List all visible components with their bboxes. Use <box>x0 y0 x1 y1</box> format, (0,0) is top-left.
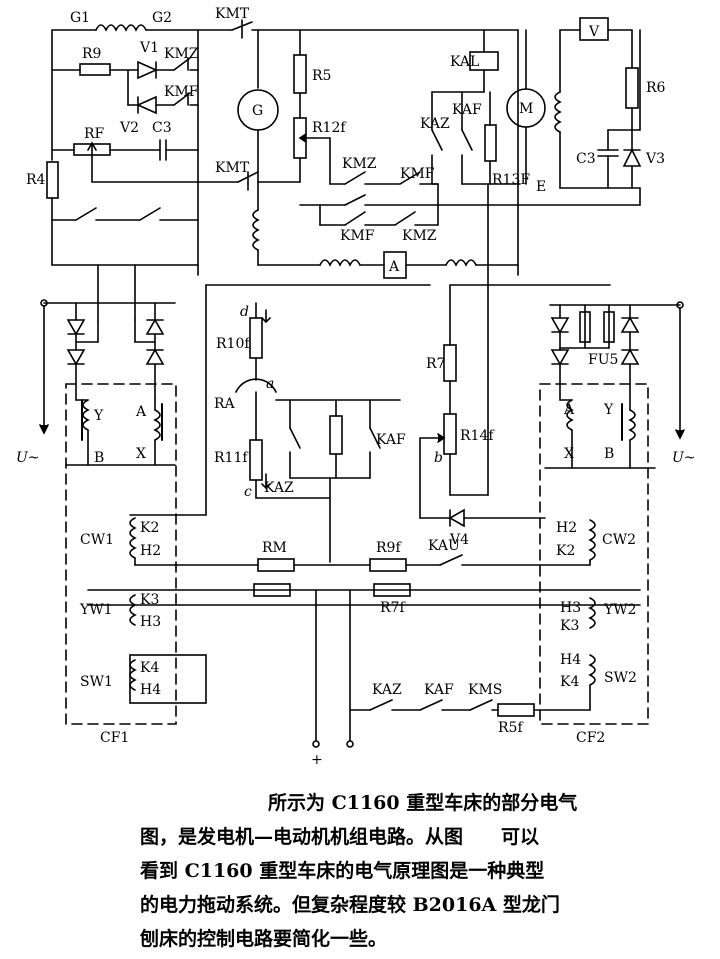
label-r5: R5 <box>312 68 331 84</box>
label-r6: R6 <box>646 80 666 96</box>
caption-line: 刨床的控制电路要简化一些。 <box>140 928 388 950</box>
label-r9f: R9f <box>376 540 402 556</box>
label-g2: G2 <box>152 10 172 26</box>
label-u-right: U~ <box>672 450 696 466</box>
label-kaf-top: KAF <box>452 102 482 118</box>
label-r7f: R7f <box>380 600 406 616</box>
label-h3-left: H3 <box>140 614 161 630</box>
label-k3-right: K3 <box>560 618 579 634</box>
label-v2: V2 <box>119 120 139 136</box>
label-cw1: CW1 <box>80 532 114 548</box>
label-b-right: B <box>604 446 614 462</box>
label-a-right: A <box>563 402 575 418</box>
label-y-right: Y <box>603 402 614 418</box>
caption-line: 图，是发电机—电动机机组电路。从图 可以 <box>140 826 540 848</box>
label-v-meter: V <box>588 24 600 40</box>
label-kmf-top: KMF <box>164 84 199 100</box>
label-b: b <box>434 450 443 466</box>
label-kaz-top: KAZ <box>420 116 450 132</box>
label-r4: R4 <box>26 172 46 188</box>
label-v1: V1 <box>139 40 159 56</box>
label-kmz-bot: KMZ <box>402 228 437 244</box>
label-d: d <box>240 304 249 320</box>
label-y-left: Y <box>93 408 104 424</box>
label-kmt-mid: KMT <box>215 160 250 176</box>
label-rm: RM <box>262 540 287 556</box>
label-x-right: X <box>564 446 574 462</box>
label-r14f: R14f <box>460 428 495 444</box>
label-ra: RA <box>214 396 236 412</box>
label-r5f: R5f <box>498 720 524 736</box>
label-k3-left: K3 <box>140 592 159 608</box>
caption-line: 的电力拖动系统。但复杂程度较 B2016A 型龙门 <box>140 894 560 916</box>
label-kaf-mid: KAF <box>376 432 406 448</box>
label-k2-left: K2 <box>140 520 159 536</box>
label-cw2: CW2 <box>602 532 636 548</box>
label-v3: V3 <box>645 151 665 167</box>
label-r10f: R10f <box>216 336 251 352</box>
label-c3-right: C3 <box>576 151 596 167</box>
label-e: E <box>536 179 546 195</box>
label-r13f: R13F <box>492 172 530 188</box>
label-h3-right: H3 <box>560 600 581 616</box>
label-x-left: X <box>136 446 146 462</box>
label-c3-left: C3 <box>152 120 172 136</box>
label-cf2: CF2 <box>576 730 605 746</box>
label-h4-right: H4 <box>560 652 581 668</box>
label-plus: + <box>311 752 323 768</box>
label-h2-right: H2 <box>556 520 577 536</box>
label-g1: G1 <box>70 10 90 26</box>
label-k4-right: K4 <box>560 674 579 690</box>
label-kms: KMS <box>468 682 502 698</box>
label-v4: V4 <box>449 532 469 548</box>
figure-caption: 所示为 C1160 重型车床的部分电气 图，是发电机—电动机机组电路。从图 可以… <box>140 786 610 956</box>
label-kmz-mid: KMZ <box>342 156 377 172</box>
label-kaz-mid: KAZ <box>264 480 294 496</box>
label-r12f: R12f <box>312 120 347 136</box>
label-kmf-mid: KMF <box>400 166 435 182</box>
label-yw2: YW2 <box>603 602 637 618</box>
label-r7: R7 <box>426 356 445 372</box>
label-h4-left: H4 <box>140 682 161 698</box>
label-kmf-bot: KMF <box>340 228 375 244</box>
label-kau: KAU <box>428 538 460 554</box>
caption-line: 所示为 C1160 重型车床的部分电气 <box>268 792 578 814</box>
label-h2-left: H2 <box>140 543 161 559</box>
label-yw1: YW1 <box>79 602 113 618</box>
label-m: M <box>519 101 533 117</box>
g-field-coil <box>95 24 147 32</box>
label-k4-left: K4 <box>140 660 159 676</box>
label-kaz-bot: KAZ <box>372 682 402 698</box>
label-r11f: R11f <box>214 450 249 466</box>
caption-line: 看到 C1160 重型车床的电气原理图是一种典型 <box>140 860 545 882</box>
label-fu5: FU5 <box>588 352 618 368</box>
label-b-left: B <box>94 450 104 466</box>
label-a-meter: A <box>388 259 400 275</box>
label-kal: KAL <box>450 54 479 70</box>
label-u-left: U~ <box>16 450 40 466</box>
label-sw2: SW2 <box>604 670 637 686</box>
label-kmz-top: KMZ <box>164 46 199 62</box>
label-c: c <box>244 484 252 500</box>
label-sw1: SW1 <box>80 674 113 690</box>
label-k2-right: K2 <box>556 543 575 559</box>
circuit-diagram: G1 G2 KMT R9 V1 KMZ KMF V2 C3 RF R4 G KM… <box>16 6 696 768</box>
label-rf: RF <box>84 126 105 142</box>
label-r9: R9 <box>82 46 101 62</box>
label-a-left: A <box>135 404 147 420</box>
label-a: a <box>266 376 274 392</box>
label-cf1: CF1 <box>100 730 129 746</box>
label-kmt-top: KMT <box>215 6 250 22</box>
label-g: G <box>252 103 263 119</box>
label-kaf-bot: KAF <box>424 682 454 698</box>
